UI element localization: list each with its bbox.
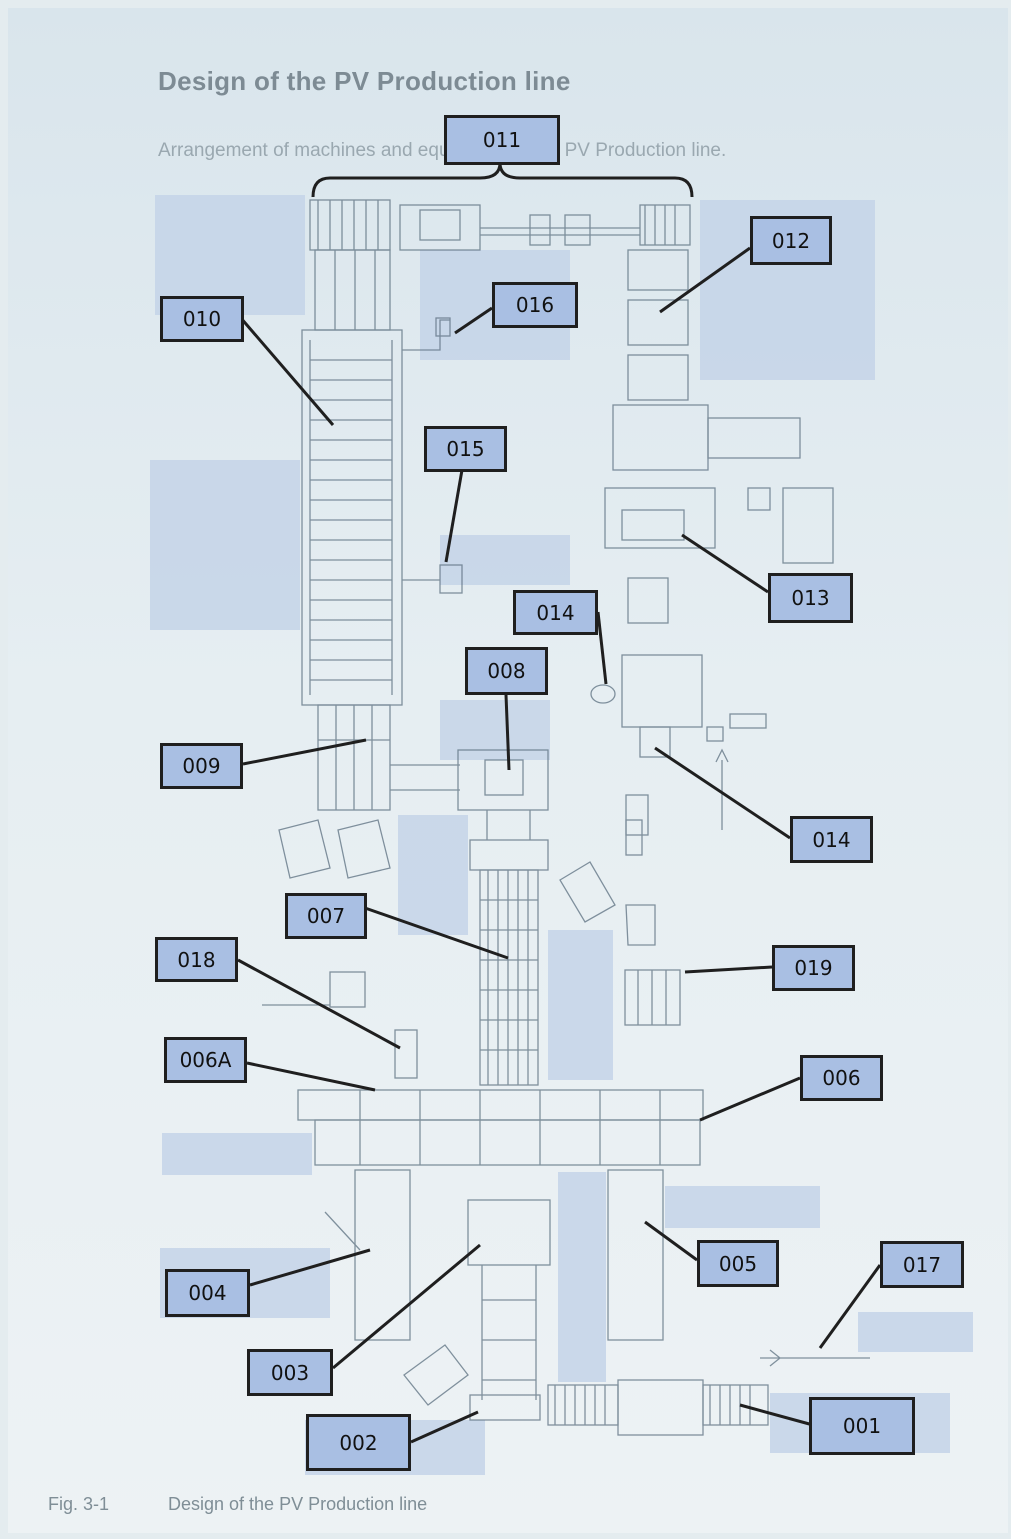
leader-line-003 xyxy=(332,1243,481,1370)
machine-outline xyxy=(457,749,549,811)
figure-caption: Design of the PV Production line xyxy=(168,1494,428,1514)
leader-line-017 xyxy=(818,1264,882,1349)
callout-017: 017 xyxy=(880,1241,964,1288)
leader-line-016 xyxy=(454,306,493,335)
callout-009: 009 xyxy=(160,743,243,789)
machine-outline xyxy=(617,1379,704,1436)
leader-line-018 xyxy=(237,958,401,1050)
callout-003: 003 xyxy=(247,1349,333,1396)
redaction-patch xyxy=(162,1133,312,1175)
callout-019: 019 xyxy=(772,945,855,991)
callout-010: 010 xyxy=(160,296,244,342)
machine-outline xyxy=(604,487,716,549)
leader-line-006A xyxy=(246,1061,376,1092)
leader-line-004 xyxy=(249,1248,371,1287)
machine-outline xyxy=(467,1199,551,1266)
callout-007: 007 xyxy=(285,893,367,939)
page-title: Design of the PV Production line xyxy=(158,66,571,96)
leader-line-015 xyxy=(444,469,464,563)
machine-outline xyxy=(607,1169,664,1341)
leader-line-012 xyxy=(659,246,751,314)
machine-outline xyxy=(354,1169,411,1341)
leader-line-001 xyxy=(739,1403,814,1427)
callout-018: 018 xyxy=(155,937,238,982)
redaction-patch xyxy=(858,1312,973,1352)
figure-number: Fig. 3-1 xyxy=(48,1494,110,1514)
machine-outline xyxy=(469,1394,541,1421)
leader-line-010 xyxy=(238,316,335,426)
stringer-outline xyxy=(479,869,539,1086)
laminator-outline xyxy=(301,329,403,706)
redaction-patch xyxy=(558,1172,606,1382)
machine-outline xyxy=(547,1384,619,1426)
callout-008: 008 xyxy=(465,647,548,695)
callout-002: 002 xyxy=(306,1414,411,1471)
redaction-patch xyxy=(150,460,300,630)
leader-line-007 xyxy=(364,906,509,960)
machine-outline xyxy=(627,249,689,291)
bracket-011 xyxy=(311,162,694,198)
callout-006A: 006A xyxy=(164,1037,247,1083)
callout-015: 015 xyxy=(424,426,507,472)
redaction-patch xyxy=(155,195,305,315)
machine-outline xyxy=(297,1089,704,1121)
leader-line-005 xyxy=(644,1220,698,1262)
callout-001: 001 xyxy=(809,1397,915,1455)
page-subtitle: Arrangement of machines and equipment of… xyxy=(158,140,727,161)
callout-004: 004 xyxy=(165,1269,250,1317)
callout-014a: 014 xyxy=(513,590,598,635)
leader-line-013 xyxy=(681,533,769,594)
leader-line-006 xyxy=(699,1076,801,1122)
callout-016: 016 xyxy=(492,282,578,328)
callout-005: 005 xyxy=(697,1240,779,1287)
leader-line-014b xyxy=(654,746,791,840)
callout-013: 013 xyxy=(768,573,853,623)
machine-outline xyxy=(612,404,709,471)
leader-line-019 xyxy=(684,965,773,974)
redaction-patch xyxy=(398,815,468,935)
leader-line-008 xyxy=(504,694,511,771)
machine-outline xyxy=(439,564,463,594)
callout-014b: 014 xyxy=(790,816,873,863)
leader-line-009 xyxy=(242,738,367,766)
leader-line-014a xyxy=(596,611,608,685)
redaction-patch xyxy=(665,1186,820,1228)
redaction-patch xyxy=(548,930,613,1080)
callout-011: 011 xyxy=(444,115,560,165)
machine-outline xyxy=(621,654,703,728)
leader-line-002 xyxy=(410,1410,479,1444)
machine-outline xyxy=(399,204,481,251)
callout-012: 012 xyxy=(750,216,832,265)
callout-006: 006 xyxy=(800,1055,883,1101)
